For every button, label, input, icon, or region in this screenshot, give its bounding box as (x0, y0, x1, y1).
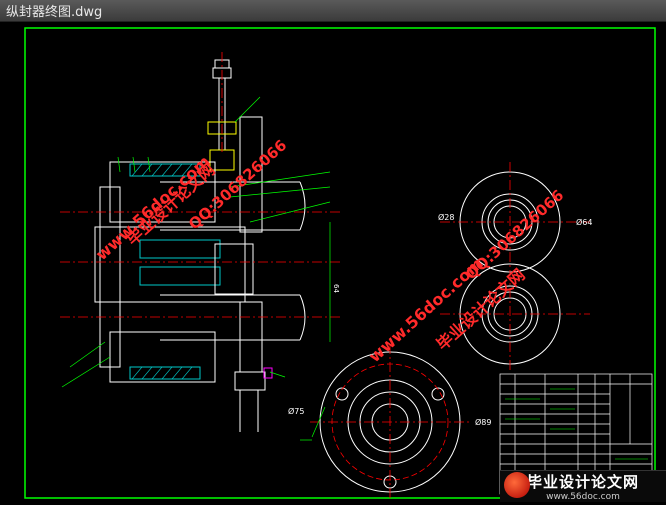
dim-d28: Ø28 (438, 212, 454, 222)
drawing-canvas[interactable]: 64 Ø28 Ø64 (0, 22, 666, 501)
footer-logo: 毕业设计论文网 www.56doc.com (500, 470, 666, 502)
logo-badge-icon (504, 472, 530, 498)
drawing-frame (24, 27, 656, 499)
hatching (131, 163, 193, 380)
window-title: 纵封器终图.dwg (6, 5, 103, 20)
dim-d64: Ø64 (576, 217, 592, 227)
center-lines (60, 52, 340, 318)
section-view (94, 59, 306, 432)
dim-d89: Ø89 (475, 417, 491, 427)
window-titlebar[interactable]: 纵封器终图.dwg (0, 0, 666, 22)
cad-drawing: 64 Ø28 Ø64 (24, 27, 656, 499)
footer-brand: 毕业设计论文网 (526, 473, 639, 491)
dim-d75: Ø75 (288, 406, 304, 416)
footer-url: www.56doc.com (546, 492, 620, 502)
leader-lines (61, 96, 331, 388)
dim-64-label: 64 (332, 284, 340, 293)
